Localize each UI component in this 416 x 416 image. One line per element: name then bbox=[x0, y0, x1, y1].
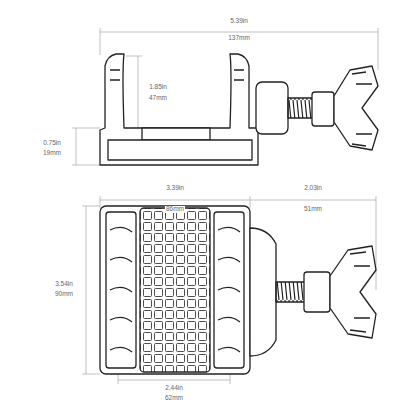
dimension-label: 3.39in bbox=[165, 185, 185, 192]
dimension-label: 86mm bbox=[165, 206, 185, 213]
dimension-label: 0.75in bbox=[42, 140, 62, 147]
dimension-label: 1.85in bbox=[148, 84, 168, 91]
dimension-label: 2.44in bbox=[164, 385, 184, 392]
dimension-label: 19mm bbox=[42, 150, 62, 157]
dimension-label: 3.54in bbox=[54, 281, 74, 288]
dimension-label: 51mm bbox=[303, 206, 323, 213]
dimension-label: 47mm bbox=[148, 95, 168, 102]
dimension-label: 90mm bbox=[54, 291, 74, 298]
dimension-label: 62mm bbox=[164, 395, 184, 402]
dimension-label: 137mm bbox=[227, 35, 251, 42]
dimension-label: 2.03in bbox=[303, 185, 323, 192]
dimension-label: 5.39in bbox=[229, 18, 249, 25]
